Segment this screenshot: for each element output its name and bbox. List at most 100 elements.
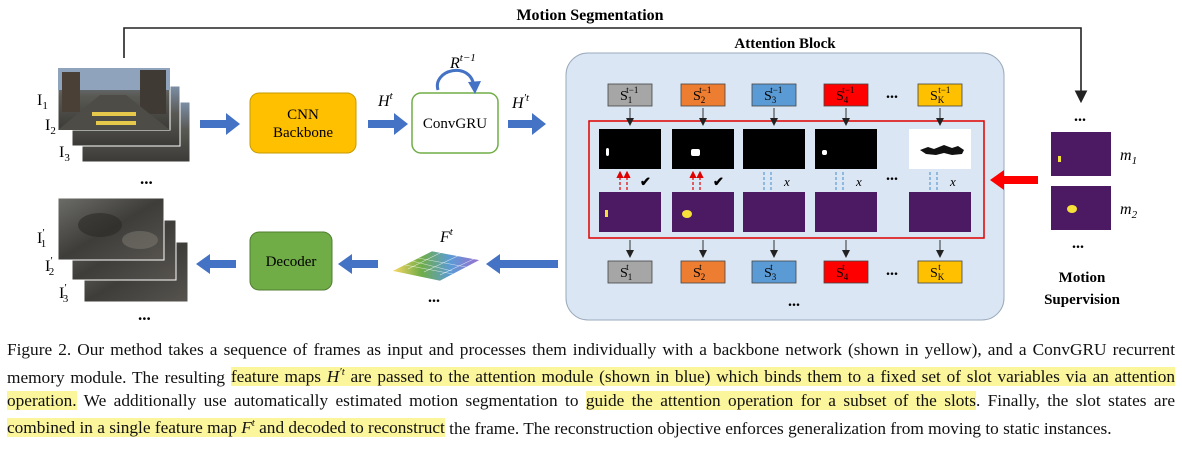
attention-mask-blob-1	[606, 148, 609, 156]
attention-mask-blob-2	[691, 149, 700, 156]
mask-row-ellipsis: ...	[886, 167, 898, 184]
prev-slot-label-4: S4t−1	[836, 85, 854, 105]
attention-bottom-ellipsis: ...	[788, 293, 800, 310]
prev-slot-label-1: S1t−1	[620, 85, 638, 105]
h-t-label: Ht	[377, 90, 394, 110]
motion-segmentation-label: Motion Segmentation	[516, 7, 663, 24]
slot-mask-4	[815, 192, 877, 232]
caption-part-3: . Finally, the slot states are	[975, 390, 1176, 410]
curr-slot-box-5	[917, 260, 963, 284]
slot-mask-5	[909, 192, 971, 232]
f-t-label: Ft	[439, 226, 454, 246]
supervision-mask-2-blob	[1067, 205, 1077, 213]
attention-mask-3	[743, 129, 805, 169]
arrow-from-attention	[486, 254, 558, 274]
arrow-to-decoder	[338, 254, 378, 274]
output-frame-label-2: I′2	[45, 255, 54, 278]
previous-slot-row: S1t−1 S2t−1 S3t−1 S4t−1 SKt−1	[607, 83, 963, 107]
prev-slot-box-5	[917, 83, 963, 107]
arrow-to-backbone	[200, 113, 240, 135]
current-slot-row: S1t S2t S3t S4t SKt	[607, 260, 963, 284]
motion-segmentation-line	[123, 27, 1088, 104]
attention-mask-4	[815, 129, 877, 169]
prev-slot-label-5: SKt−1	[930, 85, 950, 105]
slot-mask-blob-2	[682, 210, 692, 218]
recurrent-loop-arrow	[435, 68, 476, 91]
supervision-mask-1	[1051, 132, 1111, 176]
curr-slot-box-2	[680, 260, 726, 284]
supervision-mask-2	[1051, 186, 1111, 230]
curr-slot-label-3: S3t	[764, 262, 777, 282]
prev-slot-label-3: S3t−1	[764, 85, 782, 105]
input-frame-label-2: I2	[45, 117, 56, 137]
r-t-minus-1-label: Rt−1	[449, 52, 476, 72]
cnn-backbone-block	[249, 92, 357, 154]
recurrent-loop-arrow-head	[468, 81, 481, 94]
slot-mask-3	[743, 192, 805, 232]
attention-mask-k-shape	[920, 145, 964, 155]
supervision-arrow	[990, 170, 1038, 190]
slot-mask-blob-1	[605, 210, 608, 217]
curr-slot-box-3	[751, 260, 797, 284]
caption-part-4: the frame. The reconstruction objective …	[444, 418, 1112, 438]
prev-slot-box-2	[680, 83, 726, 107]
caption-part-2: We additionally use automatically estima…	[76, 390, 586, 410]
convgru-label: ConvGRU	[423, 116, 487, 132]
figure-caption: Figure 2. Our method takes a sequence of…	[7, 338, 1175, 440]
supervised-mask-row	[599, 192, 971, 232]
prev-slot-label-2: S2t−1	[693, 85, 711, 105]
match-mark-2: ✔	[713, 174, 724, 189]
feature-map-ellipsis: ...	[428, 289, 440, 306]
output-ellipsis: ...	[138, 305, 151, 324]
match-mark-1: ✔	[640, 174, 651, 189]
motion-supervision-label-line2: Supervision	[1044, 292, 1121, 308]
input-frame-stack	[57, 67, 191, 163]
attention-mask-1	[599, 129, 661, 169]
curr-slot-label-2: S2t	[693, 262, 705, 282]
arrow-to-attention	[508, 113, 546, 135]
decoder-label: Decoder	[266, 254, 317, 270]
output-frame-label-3: I′3	[59, 282, 69, 305]
supervision-top-ellipsis: ...	[1074, 108, 1086, 125]
cnn-backbone-label-line2: Backbone	[273, 125, 333, 141]
curr-slot-label-1: S1t	[620, 262, 632, 282]
arrow-to-convgru	[368, 113, 408, 135]
h-prime-t-label: H′t	[511, 92, 530, 112]
convgru-block	[411, 92, 499, 154]
attention-mask-blob-4	[822, 150, 827, 155]
decoder-block	[249, 231, 333, 291]
attention-mask-2	[672, 129, 734, 169]
input-frame-label-1: I1	[37, 92, 48, 112]
match-mark-5: x	[949, 174, 956, 189]
method-figure: Motion Segmentation I1 I2 I3 ... CNN Bac…	[37, 7, 1138, 324]
curr-slots-ellipsis: ...	[886, 262, 898, 279]
slot-mask-1	[599, 192, 661, 232]
motion-supervision-label-line1: Motion	[1059, 270, 1106, 286]
input-frame-label-3: I3	[59, 144, 70, 164]
feature-map-f-t	[391, 248, 481, 282]
mask-link-row: ✔ ✔ x x x	[616, 108, 956, 258]
caption-highlight-2: guide the attention operation for a subs…	[585, 390, 976, 410]
output-frame-stack	[57, 197, 189, 303]
attention-mask-row	[599, 129, 971, 169]
curr-slot-label-5: SKt	[930, 262, 945, 282]
attention-mask-frame	[588, 120, 985, 239]
supervision-mask-label-1: m1	[1120, 147, 1137, 167]
prev-slot-box-3	[751, 83, 797, 107]
match-mark-4: x	[855, 174, 862, 189]
input-frame-1	[57, 67, 171, 131]
supervision-bottom-ellipsis: ...	[1072, 235, 1084, 252]
arrow-to-output-frames	[196, 254, 236, 274]
prev-slot-box-4	[823, 83, 869, 107]
curr-slot-label-4: S4t	[836, 262, 849, 282]
attention-block-title: Attention Block	[734, 36, 836, 52]
cnn-backbone-label-line1: CNN	[287, 107, 319, 123]
match-mark-3: x	[783, 174, 790, 189]
curr-slot-box-4	[823, 260, 869, 284]
output-frame-label-1: I′1	[37, 227, 46, 250]
input-frame-labels: I1 I2 I3	[37, 92, 70, 164]
prev-slots-ellipsis: ...	[886, 85, 898, 102]
slot-mask-2	[672, 192, 734, 232]
caption-part-1: Figure 2. Our method takes a sequence of…	[7, 340, 1175, 387]
curr-slot-box-1	[607, 260, 653, 284]
